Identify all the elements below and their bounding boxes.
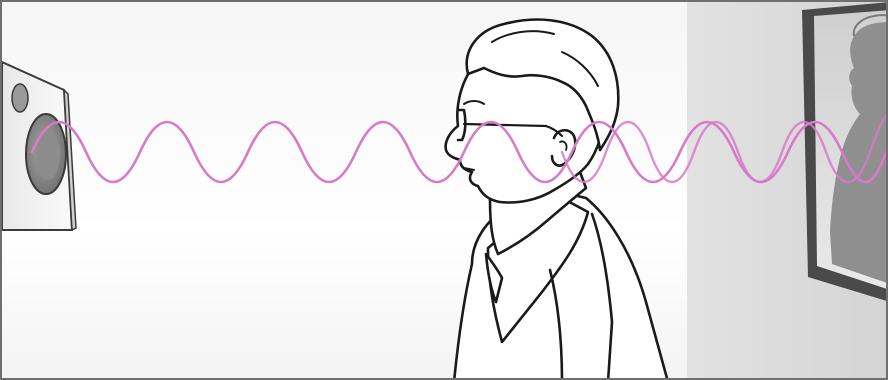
mirror-icon — [802, 2, 888, 302]
